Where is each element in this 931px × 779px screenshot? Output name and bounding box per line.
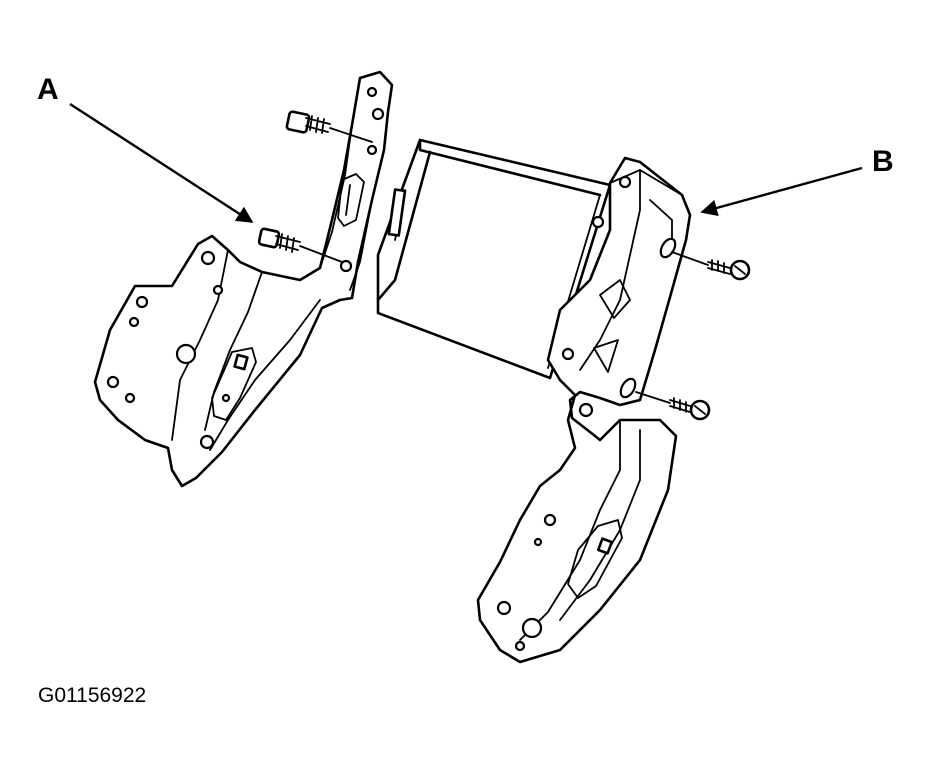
figure-id-label: G01156922 <box>38 684 147 707</box>
left-bracket <box>93 70 394 488</box>
bolt-a <box>257 227 343 263</box>
callout-label-a: A <box>37 73 59 106</box>
leader-arrow-a <box>69 102 254 224</box>
bolt-top-left <box>285 110 373 143</box>
screw-right-upper <box>671 251 751 281</box>
callout-label-b: B <box>872 145 894 178</box>
right-bracket <box>476 156 692 664</box>
leader-arrow-b <box>700 166 863 217</box>
screw-right-lower <box>635 391 711 421</box>
